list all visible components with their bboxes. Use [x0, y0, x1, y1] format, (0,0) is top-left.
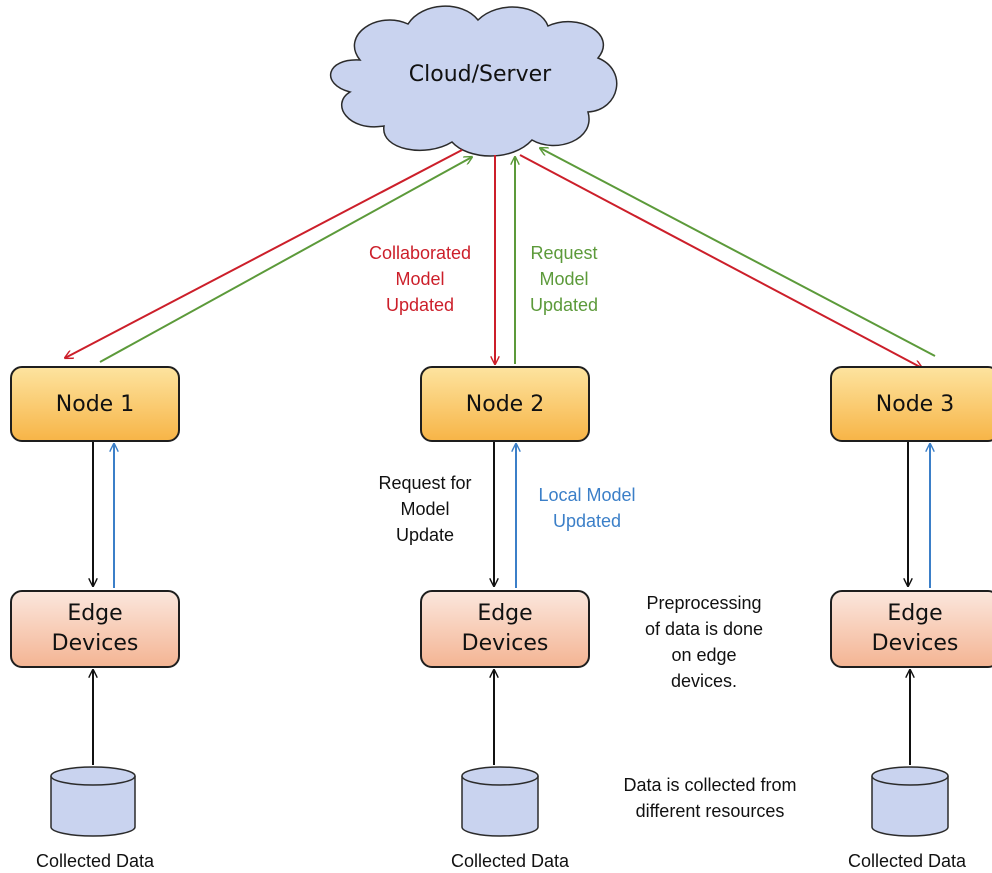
- collaborated-model-updated-label: Collaborated Model Updated: [352, 240, 488, 318]
- collected-data-label-2: Collected Data: [450, 851, 570, 871]
- annotation-line: Updated: [385, 295, 455, 315]
- preprocessing-note: Preprocessing of data is done on edge de…: [614, 590, 794, 694]
- annotation-line: devices.: [670, 671, 738, 691]
- edge-devices-1-box: Edge Devices: [10, 590, 180, 668]
- annotation-line: Request for: [378, 473, 472, 493]
- annotation-line: of data is done: [644, 619, 764, 639]
- node-1-box: Node 1: [10, 366, 180, 442]
- node-3-box: Node 3: [830, 366, 992, 442]
- node-2-label: Node 2: [465, 391, 545, 417]
- annotation-line: Model: [395, 269, 445, 289]
- node-2-box: Node 2: [420, 366, 590, 442]
- collected-data-label-1: Collected Data: [35, 851, 155, 871]
- arrow-cloud-to-node1: [65, 149, 463, 358]
- collected-data-label-3: Collected Data: [847, 851, 967, 871]
- cloud-shape: [330, 5, 618, 157]
- request-for-model-update-label: Request for Model Update: [360, 470, 490, 548]
- database-icon: [871, 766, 949, 837]
- edge-devices-3-line1: Edge: [887, 601, 943, 626]
- arrow-cloud-to-node3: [519, 154, 922, 368]
- annotation-line: Model: [539, 269, 589, 289]
- cloud-server-label: Cloud/Server: [408, 62, 552, 87]
- edge-devices-3-box: Edge Devices: [830, 590, 992, 668]
- edge-devices-2-box: Edge Devices: [420, 590, 590, 668]
- annotation-line: Collaborated: [368, 243, 472, 263]
- annotation-line: Updated: [529, 295, 599, 315]
- annotation-line: Data is collected from: [623, 775, 797, 795]
- annotation-line: different resources: [635, 801, 785, 821]
- local-model-updated-label: Local Model Updated: [522, 482, 652, 534]
- edge-devices-3-line2: Devices: [871, 631, 959, 656]
- edge-devices-2-line2: Devices: [461, 631, 549, 656]
- annotation-line: Model: [400, 499, 450, 519]
- annotation-line: Update: [395, 525, 455, 545]
- arrow-node1-to-cloud: [99, 157, 472, 363]
- annotation-line: Local Model: [538, 485, 636, 505]
- database-icon: [50, 766, 136, 837]
- annotation-line: on edge: [671, 645, 737, 665]
- annotation-line: Preprocessing: [646, 593, 762, 613]
- node-1-label: Node 1: [55, 391, 135, 417]
- arrow-node3-to-cloud: [540, 148, 936, 357]
- edge-devices-1-line1: Edge: [67, 601, 123, 626]
- edge-devices-1-line2: Devices: [51, 631, 139, 656]
- edge-devices-2-line1: Edge: [477, 601, 533, 626]
- annotation-line: Updated: [552, 511, 622, 531]
- database-icon: [461, 766, 539, 837]
- node-3-label: Node 3: [875, 391, 955, 417]
- data-collected-note: Data is collected from different resourc…: [590, 772, 830, 824]
- annotation-line: Request: [530, 243, 598, 263]
- request-model-updated-label: Request Model Updated: [514, 240, 614, 318]
